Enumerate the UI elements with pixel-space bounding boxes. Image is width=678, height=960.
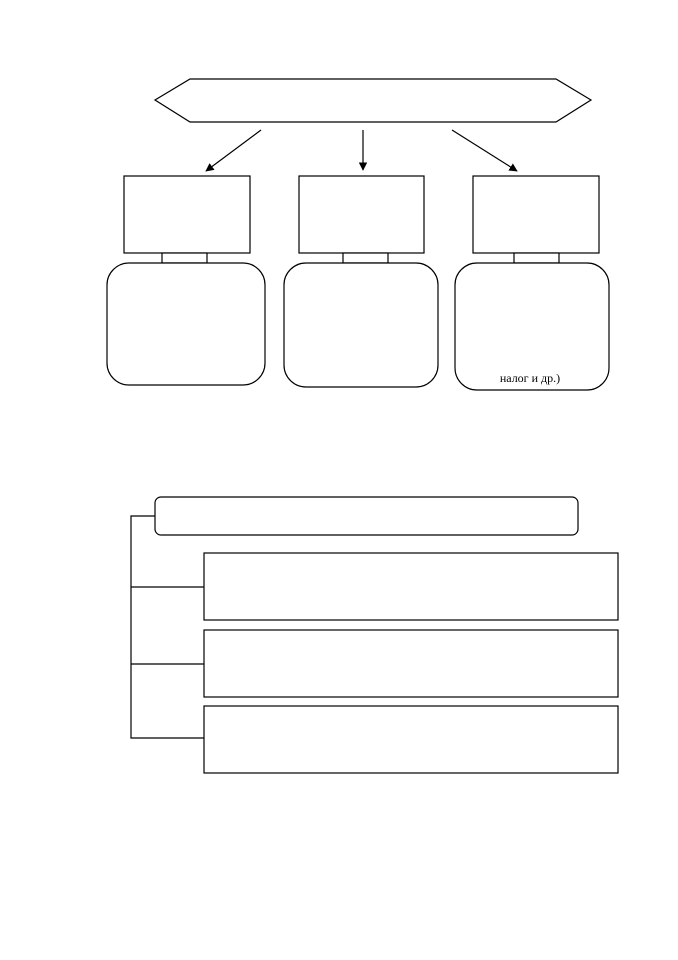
top-column-1-detail <box>106 262 266 386</box>
top-diagram: налог и др.) <box>106 78 610 391</box>
top-header-hexagon <box>153 78 593 123</box>
top-column-3-detail-text: налог и др.) <box>500 371 560 385</box>
bottom-header-box <box>154 496 579 536</box>
top-column-1 <box>106 175 266 386</box>
top-column-3-detail <box>454 262 610 391</box>
top-column-1-box <box>123 175 251 254</box>
bottom-item-2 <box>203 629 619 698</box>
top-column-2-connector <box>342 252 389 264</box>
top-column-3-connector <box>513 252 560 264</box>
top-column-2-box <box>298 175 425 254</box>
top-column-3-box <box>472 175 600 254</box>
top-column-1-connector <box>161 252 208 264</box>
top-column-2-detail <box>283 262 439 388</box>
bottom-item-3 <box>203 705 619 774</box>
bottom-diagram <box>130 496 619 774</box>
bottom-rail <box>130 515 204 739</box>
top-column-3: налог и др.) <box>454 175 610 391</box>
top-column-2 <box>283 175 439 388</box>
top-arrow-right <box>451 129 518 172</box>
bottom-item-1 <box>203 552 619 621</box>
top-arrow-left <box>205 129 262 172</box>
